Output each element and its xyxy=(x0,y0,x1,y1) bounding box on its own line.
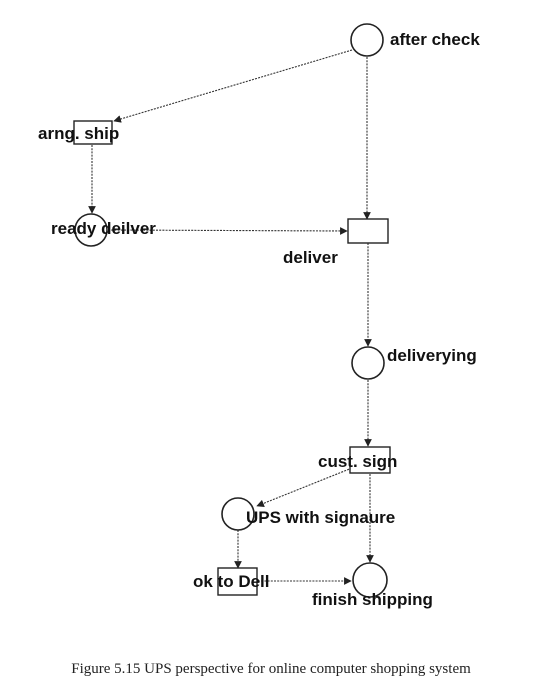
label-ups-with-signaure: UPS with signaure xyxy=(246,508,395,527)
label-ok-to-dell: ok to Dell xyxy=(193,572,270,591)
arc-cust-sign-to-ups-with-signaure xyxy=(256,467,353,508)
transitions xyxy=(73,120,391,596)
place-after-check xyxy=(350,23,384,57)
arcs xyxy=(88,49,374,585)
label-arng-ship: arng. ship xyxy=(38,124,119,143)
place-ready-deilver xyxy=(74,213,108,247)
label-deliverying: deliverying xyxy=(387,346,477,365)
label-after-check: after check xyxy=(390,30,480,49)
figure-caption: Figure 5.15 UPS perspective for online c… xyxy=(71,661,471,677)
label-ready-deilver: ready deilver xyxy=(51,219,156,238)
arc-ready-deilver-to-deliver xyxy=(107,227,348,235)
place-ups-with-signaure xyxy=(221,497,255,531)
label-cust-sign: cust. sign xyxy=(318,452,397,471)
label-deliver: deliver xyxy=(283,248,338,267)
labels: after check arng. ship ready deilver del… xyxy=(38,30,480,609)
arc-after-check-to-arng-ship xyxy=(113,49,353,123)
label-finish-shipping: finish shipping xyxy=(312,590,433,609)
places xyxy=(74,23,388,598)
place-deliverying xyxy=(351,346,385,380)
transition-cust-sign xyxy=(349,446,391,474)
transition-arng-ship xyxy=(73,120,113,145)
transition-ok-to-dell xyxy=(217,567,258,596)
place-finish-shipping xyxy=(352,562,388,598)
transition-deliver xyxy=(347,218,389,244)
